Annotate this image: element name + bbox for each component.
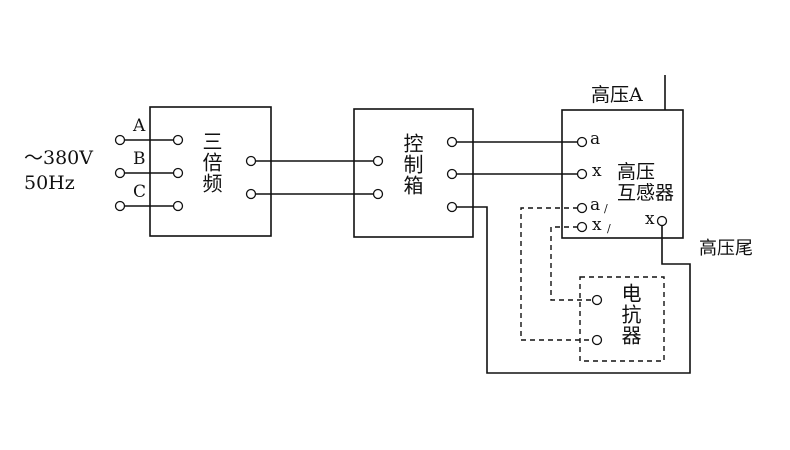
pt-terminal-x-hv xyxy=(656,215,668,227)
source-frequency-label: 50Hz xyxy=(24,172,75,194)
phase-c-label: C xyxy=(133,182,147,202)
pt-terminal-x xyxy=(576,168,588,180)
pt-terminal-a1 xyxy=(576,202,588,214)
pt-terminal-a-label: a xyxy=(590,129,601,149)
pt-a1-to-reactor-wire xyxy=(520,207,593,341)
pt-terminal-x1-prime: / xyxy=(607,222,611,235)
phase-b-label: B xyxy=(133,149,146,169)
ctrl-in-terminal-1 xyxy=(372,155,384,167)
pt-terminal-a1-prime: / xyxy=(604,202,608,215)
control-box-label: 控制箱 xyxy=(400,133,424,196)
hv-a-label: 高压A xyxy=(591,84,643,106)
pt-terminal-x-label: x xyxy=(592,161,602,181)
hv-tail-label: 高压尾 xyxy=(699,238,753,259)
pt-terminal-x-hv-label: x xyxy=(645,209,655,229)
source-terminal-b xyxy=(114,167,126,179)
pt-label-line2: 互感器 xyxy=(617,182,675,204)
ctrl-in-terminal-2 xyxy=(372,188,384,200)
reactor-label: 电抗器 xyxy=(618,283,642,346)
tripler-in-terminal-a xyxy=(172,134,184,146)
pt-label-line1: 高压 xyxy=(617,161,656,183)
ctrl-out-terminal-3 xyxy=(446,201,458,213)
tripler-box xyxy=(149,106,272,237)
source-terminal-c xyxy=(114,200,126,212)
pt-terminal-a1-label: a xyxy=(590,195,601,215)
ctrl-out-terminal-1 xyxy=(446,136,458,148)
tripler-in-terminal-c xyxy=(172,200,184,212)
reactor-terminal-1 xyxy=(591,294,603,306)
source-terminal-a xyxy=(114,134,126,146)
ctrl-return-wire xyxy=(456,206,691,374)
pt-terminal-x1 xyxy=(576,221,588,233)
pt-x1-to-reactor-wire xyxy=(550,226,593,301)
pt-terminal-a xyxy=(576,136,588,148)
tripler-out-terminal-1 xyxy=(245,155,257,167)
tripler-in-terminal-b xyxy=(172,167,184,179)
source-voltage-label: ～380V xyxy=(24,147,93,169)
tripler-label: 三倍频 xyxy=(199,131,223,194)
tripler-out-terminal-2 xyxy=(245,188,257,200)
ctrl-out-terminal-2 xyxy=(446,168,458,180)
reactor-box xyxy=(579,276,665,362)
phase-a-label: A xyxy=(133,116,146,136)
control-box xyxy=(353,108,474,238)
reactor-terminal-2 xyxy=(591,334,603,346)
pt-terminal-x1-label: x xyxy=(592,215,602,235)
